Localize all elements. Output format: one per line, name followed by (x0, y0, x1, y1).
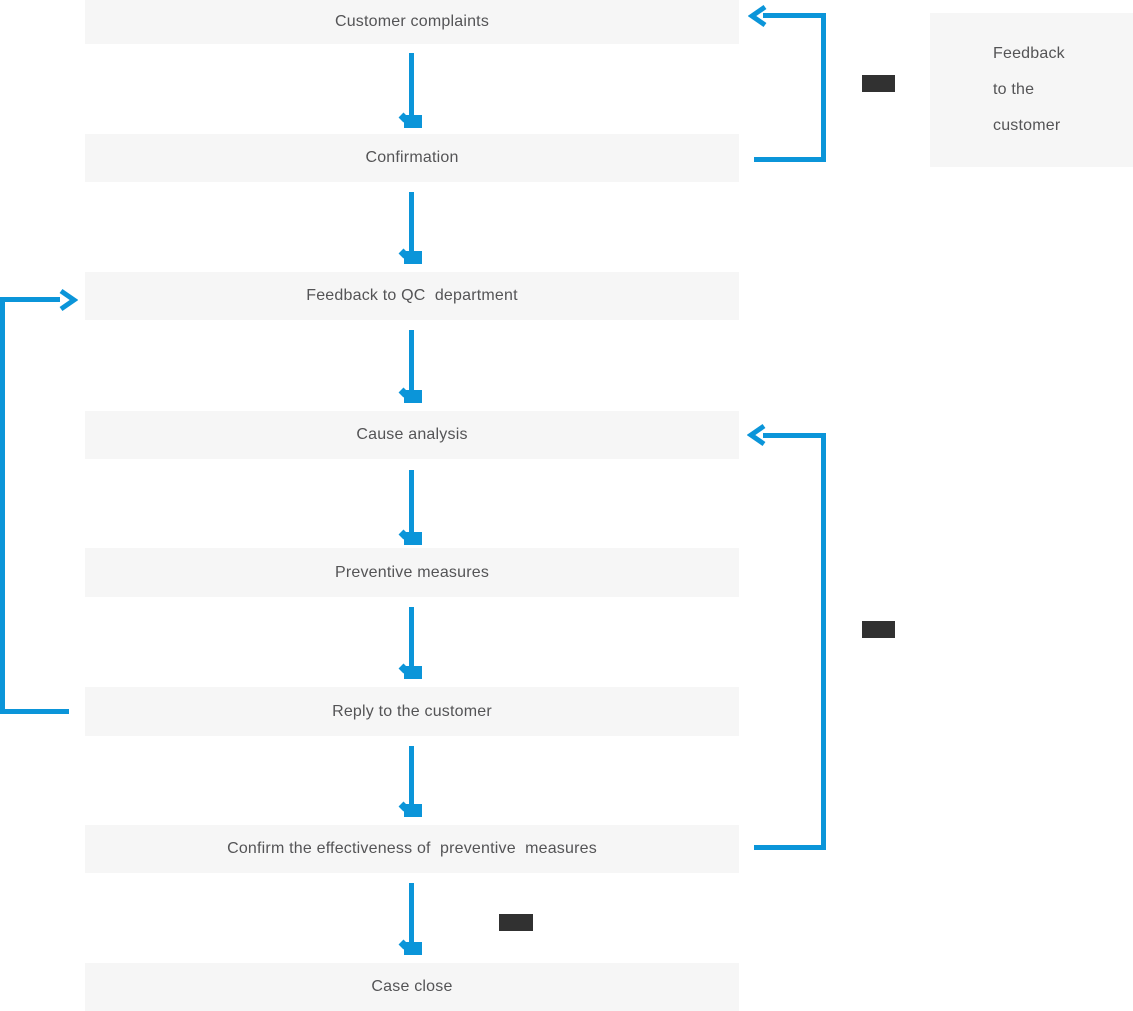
arrow-down-icon (404, 666, 422, 679)
arrow-down-icon (404, 532, 422, 545)
arrow-down-icon (404, 804, 422, 817)
down-arrow-1 (404, 53, 422, 128)
arrow-stem (409, 53, 414, 115)
arrow-down-icon (404, 390, 422, 403)
flow-node-confirmation: Confirmation (85, 134, 739, 182)
arrow-stem (409, 330, 414, 390)
loop-line-top (763, 433, 826, 438)
arrow-down-icon (404, 251, 422, 264)
loop-line-bottom (754, 845, 826, 850)
flow-node-case-close: Case close (85, 963, 739, 1011)
loop-line-bottom (754, 157, 826, 162)
side-note-feedback-to-customer: Feedback to the customer (930, 13, 1133, 167)
side-note-line: to the (993, 81, 1035, 98)
loop-line-top (763, 13, 826, 18)
down-arrow-5 (404, 607, 422, 679)
down-arrow-7 (404, 883, 422, 955)
down-arrow-2 (404, 192, 422, 264)
loop-line-bottom (0, 709, 69, 714)
arrow-stem (409, 883, 414, 942)
arrow-left-icon (747, 423, 766, 447)
node-label: Confirmation (365, 149, 459, 166)
side-note-line: customer (993, 117, 1061, 134)
node-label: Case close (371, 978, 453, 995)
arrow-down-icon (404, 942, 422, 955)
arrow-stem (409, 746, 414, 804)
node-label: Customer complaints (334, 13, 490, 30)
flow-node-reply-to-customer: Reply to the customer (85, 687, 739, 736)
arrow-left-icon (748, 4, 767, 28)
down-arrow-6 (404, 746, 422, 817)
loop-line-vertical (0, 297, 5, 714)
node-label: Reply to the customer (332, 702, 492, 720)
dark-marker-3 (499, 914, 533, 931)
arrow-right-icon (59, 288, 78, 312)
flow-node-confirm-effectiveness: Confirm the effectiveness of preventive … (85, 825, 739, 873)
down-arrow-3 (404, 330, 422, 403)
arrow-stem (409, 607, 414, 666)
flow-node-feedback-to-qc: Feedback to QC department (85, 272, 739, 320)
loop-line-top (0, 297, 60, 302)
node-label: Cause analysis (356, 426, 468, 443)
arrow-down-icon (404, 115, 422, 128)
arrow-stem (409, 192, 414, 251)
dark-marker-1 (862, 75, 895, 92)
node-label: Confirm the effectiveness of preventive … (227, 840, 597, 857)
flow-node-cause-analysis: Cause analysis (85, 411, 739, 459)
loop-line-vertical (821, 13, 826, 162)
dark-marker-2 (862, 621, 895, 638)
loop-line-vertical (821, 433, 826, 850)
flow-node-preventive-measures: Preventive measures (85, 548, 739, 597)
node-label: Preventive measures (334, 563, 490, 581)
node-label: Feedback to QC department (306, 287, 518, 304)
down-arrow-4 (404, 470, 422, 545)
flow-node-customer-complaints: Customer complaints (85, 0, 739, 44)
side-note-line: Feedback (993, 45, 1065, 62)
arrow-stem (409, 470, 414, 532)
